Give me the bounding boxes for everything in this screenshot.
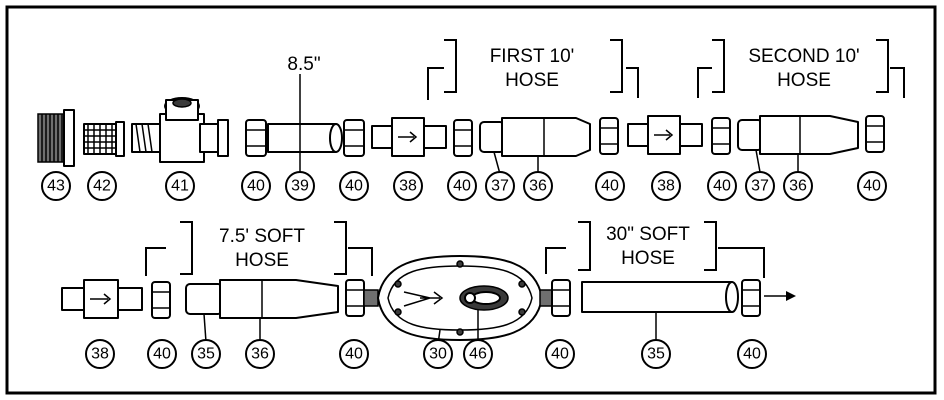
callout-circle: [641, 339, 671, 369]
callout-number: 37: [491, 178, 509, 195]
diagram-frame: [5, 5, 937, 395]
soft75-label-line1: 7.5' SOFT: [219, 226, 305, 247]
callout-circle: [241, 171, 271, 201]
part-40-nut: [865, 115, 885, 153]
callout-number: 40: [601, 178, 619, 195]
callout-circle: [783, 171, 813, 201]
callout-number: 30: [429, 346, 447, 363]
part-soft-hose-75: [185, 279, 339, 319]
callout-number: 40: [453, 178, 471, 195]
callout-circle: [485, 171, 515, 201]
callout-circle: [707, 171, 737, 201]
callout-number: 42: [93, 178, 111, 195]
bracket-second-hose: [697, 39, 905, 98]
part-40-nut: [711, 117, 731, 155]
callout-number: 38: [91, 346, 109, 363]
callout-number: 36: [789, 178, 807, 195]
callout-number: 36: [529, 178, 547, 195]
part-41-tee-fitting: [131, 97, 229, 163]
bracket-soft-hose-75: [145, 221, 373, 276]
callout-circle: [545, 339, 575, 369]
callout-circle: [595, 171, 625, 201]
callout-circle: [285, 171, 315, 201]
callout-number: 38: [399, 178, 417, 195]
callout-number: 43: [47, 178, 65, 195]
callout-number: 46: [469, 346, 487, 363]
callout-number: 35: [647, 346, 665, 363]
part-40-nut: [453, 119, 473, 157]
callout-circle: [85, 339, 115, 369]
callout-circle: [191, 339, 221, 369]
part-40-nut: [551, 279, 571, 317]
callout-number: 36: [251, 346, 269, 363]
soft75-label-line2: HOSE: [235, 250, 289, 271]
callout-circle: [165, 171, 195, 201]
callout-number: 40: [153, 346, 171, 363]
callout-number: 40: [863, 178, 881, 195]
first-hose-label-line1: FIRST 10': [490, 46, 575, 67]
callout-circle: [339, 339, 369, 369]
callout-circle: [523, 171, 553, 201]
soft30-label-line2: HOSE: [621, 248, 675, 269]
row2-leaders: [203, 310, 657, 345]
part-40-nut: [741, 279, 761, 317]
callout-circle: [393, 171, 423, 201]
part-soft-hose-30: [581, 281, 739, 313]
callout-circle: [87, 171, 117, 201]
callout-circle: [737, 339, 767, 369]
callout-circle: [423, 339, 453, 369]
callout-number: 40: [713, 178, 731, 195]
part-40-nut: [599, 117, 619, 155]
second-hose-label-line2: HOSE: [777, 70, 831, 91]
callout-number: 40: [743, 346, 761, 363]
second-hose-label-line1: SECOND 10': [748, 46, 859, 67]
part-38-check-valve: [61, 279, 143, 319]
callout-circle: [463, 339, 493, 369]
part-second-hose: [737, 115, 859, 155]
dimension-label: 8.5": [287, 54, 320, 75]
callout-number: 40: [345, 178, 363, 195]
flow-arrow-icon: [764, 291, 796, 301]
first-hose-label-line2: HOSE: [505, 70, 559, 91]
bracket-soft-hose-30: [545, 221, 765, 278]
soft30-label-line1: 30" SOFT: [606, 224, 690, 245]
callout-circle: [857, 171, 887, 201]
callout-number: 37: [751, 178, 769, 195]
callout-circle: [447, 171, 477, 201]
part-first-hose: [479, 117, 591, 157]
part-40-nut: [151, 281, 171, 319]
callout-circle: [245, 339, 275, 369]
part-38-check-valve: [371, 117, 447, 157]
callout-number: 40: [345, 346, 363, 363]
callouts-row2: 38 40 35 36 40 30 46 40 35 40: [85, 339, 767, 369]
callout-number: 38: [657, 178, 675, 195]
bracket-first-hose: [427, 39, 639, 100]
part-43-threaded-fitting: [37, 109, 75, 167]
callout-circle: [651, 171, 681, 201]
callout-circle: [339, 171, 369, 201]
callouts-row1: 43 42 41 40 39 40 38 40 37 36 40 38 40 37 36 40: [41, 171, 887, 201]
callout-circle: [147, 339, 177, 369]
part-38-check-valve: [627, 115, 703, 155]
row1-leaders: [299, 74, 799, 175]
callout-number: 35: [197, 346, 215, 363]
callout-number: 41: [171, 178, 189, 195]
part-42-strainer: [83, 121, 125, 157]
callout-number: 39: [291, 178, 309, 195]
callout-number: 40: [247, 178, 265, 195]
part-40-nut: [245, 119, 267, 157]
callout-circle: [745, 171, 775, 201]
callout-circle: [41, 171, 71, 201]
part-30-primer-bulb: [377, 255, 553, 341]
callout-number: 40: [551, 346, 569, 363]
part-40-nut: [345, 279, 379, 317]
part-39-pipe: [267, 123, 343, 153]
part-40-nut: [343, 119, 365, 157]
